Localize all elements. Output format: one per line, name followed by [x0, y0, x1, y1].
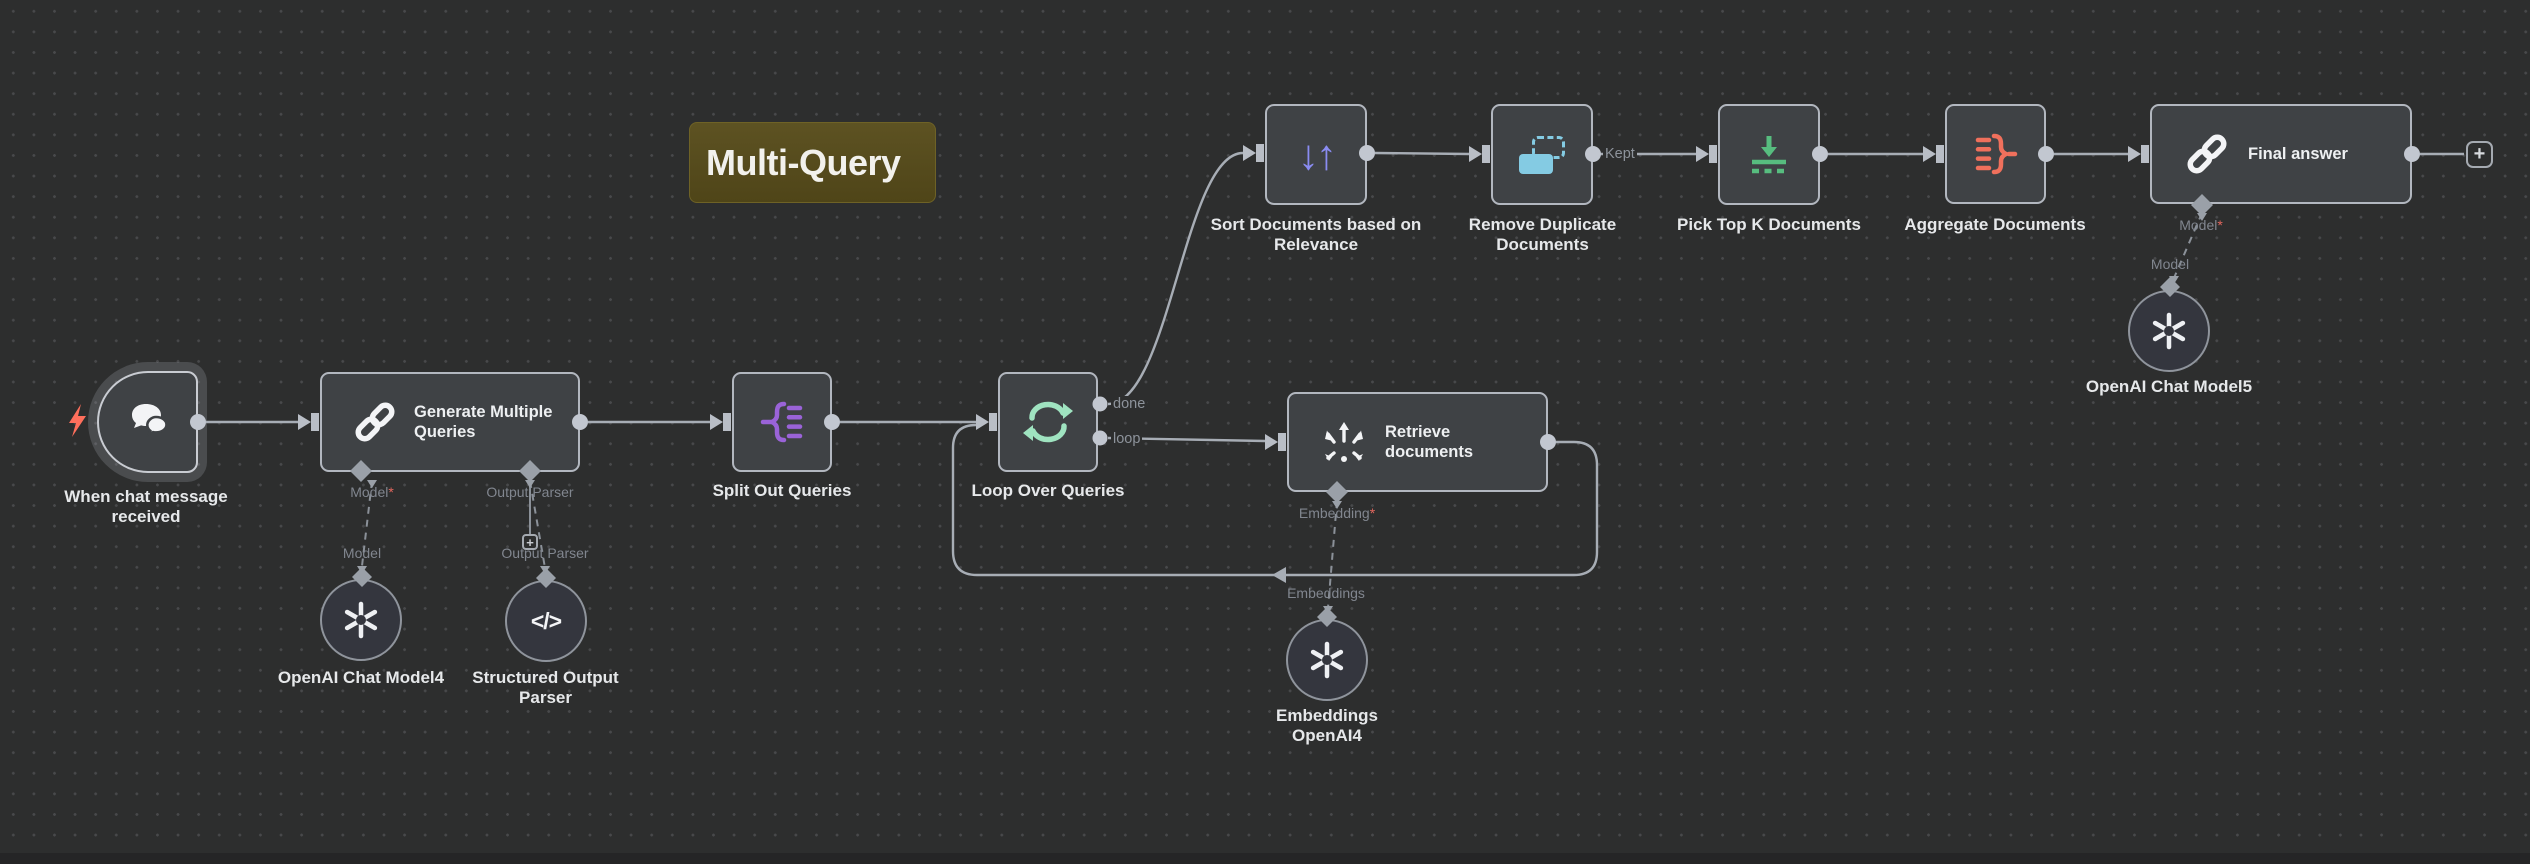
node-remove-duplicates[interactable]	[1491, 104, 1593, 205]
node-label-pick-top-k: Pick Top K Documents	[1677, 215, 1861, 234]
node-retrieve[interactable]: Retrieve documents	[1287, 392, 1548, 492]
window-bottom-edge	[0, 853, 2530, 864]
node-embeddings-openai4[interactable]	[1286, 619, 1368, 701]
add-output-parser-button[interactable]: +	[522, 534, 538, 550]
port-label-final-model: Model*	[2179, 217, 2223, 233]
port-embeddings4-diamond[interactable]	[1317, 607, 1337, 627]
input-port-final[interactable]	[2128, 145, 2149, 163]
input-port-sort[interactable]	[1243, 144, 1264, 162]
edge-sort-to-dedupe[interactable]	[1374, 151, 1470, 156]
arrow-down-icon	[525, 480, 535, 488]
port-label-generate-model: Model*	[350, 484, 394, 500]
port-generate-model-diamond[interactable]	[350, 460, 372, 482]
port-label-retrieve-embedding: Embedding*	[1298, 505, 1376, 521]
port-label-model5: Model	[2150, 256, 2190, 272]
input-port-topk[interactable]	[1696, 145, 1717, 163]
output-port-generate[interactable]	[572, 414, 588, 430]
edge-retrieve-loopback[interactable]	[951, 423, 1599, 577]
node-structured-output-parser[interactable]: </>	[505, 580, 587, 662]
node-title-retrieve: Retrieve documents	[1385, 422, 1474, 461]
port-generate-parser-diamond[interactable]	[519, 460, 541, 482]
node-loop[interactable]	[998, 372, 1098, 472]
node-label-aggregate: Aggregate Documents	[1904, 215, 2086, 234]
node-label-structured-output-parser: Structured Output Parser	[472, 668, 619, 708]
node-label-openai-chat-model4: OpenAI Chat Model4	[277, 668, 445, 687]
sticky-note-title: Multi-Query	[706, 141, 901, 183]
port-final-model-diamond[interactable]	[2191, 194, 2213, 216]
node-label-embeddings-openai4: Embeddings OpenAI4	[1275, 706, 1378, 746]
code-icon: </>	[530, 607, 562, 634]
add-node-button[interactable]: +	[2466, 141, 2493, 168]
port-model5-diamond[interactable]	[2160, 277, 2180, 297]
node-title-final-answer: Final answer	[2248, 144, 2348, 163]
arrow-down-icon	[1332, 501, 1342, 509]
input-port-aggregate[interactable]	[1923, 145, 1944, 163]
limit-icon	[1752, 135, 1786, 173]
node-title-generate-queries: Generate Multiple Queries	[414, 402, 553, 441]
sticky-note[interactable]: Multi-Query	[689, 122, 936, 203]
port-label-embeddings-sub: Embeddings	[1287, 585, 1365, 601]
output-label-kept: Kept	[1603, 146, 1637, 162]
openai-icon	[1310, 641, 1344, 679]
lightning-bolt-icon	[69, 404, 86, 437]
arrow-down-icon	[2169, 276, 2179, 284]
output-port-final[interactable]	[2404, 146, 2420, 162]
arrow-down-icon	[367, 480, 377, 488]
edge-final-model-dashed[interactable]	[2173, 212, 2203, 279]
output-port-retrieve[interactable]	[1540, 434, 1556, 450]
edge-generate-parser-dashed[interactable]	[529, 480, 546, 569]
output-port-topk[interactable]	[1812, 146, 1828, 162]
input-port-loop[interactable]	[976, 413, 997, 431]
node-label-remove-duplicates: Remove Duplicate Documents	[1468, 215, 1617, 255]
edge-generate-model-dashed[interactable]	[361, 480, 373, 567]
chat-bubbles-icon	[131, 404, 168, 437]
loopback-arrow-icon	[1272, 567, 1286, 583]
output-port-aggregate[interactable]	[2038, 146, 2054, 162]
chain-icon	[2187, 134, 2227, 174]
output-port-loop-done[interactable]	[1092, 396, 1108, 412]
output-port-split[interactable]	[824, 414, 840, 430]
loop-icon	[1023, 401, 1073, 443]
output-port-trigger[interactable]	[190, 414, 206, 430]
retrieve-documents-icon	[1325, 422, 1363, 462]
node-label-loop: Loop Over Queries	[971, 481, 1125, 500]
node-label-chat-trigger: When chat message received	[64, 487, 228, 527]
port-model4-diamond[interactable]	[352, 567, 372, 587]
input-port-generate[interactable]	[298, 413, 319, 431]
node-label-openai-chat-model5: OpenAI Chat Model5	[2085, 377, 2253, 396]
output-port-sort[interactable]	[1359, 145, 1375, 161]
node-final-answer[interactable]: Final answer	[2150, 104, 2412, 204]
output-label-loop: loop	[1111, 431, 1143, 447]
sort-arrows-icon: ↓↑	[1298, 130, 1337, 178]
node-label-sort: Sort Documents based on Relevance	[1210, 215, 1422, 255]
chain-icon	[355, 402, 395, 442]
node-pick-top-k[interactable]	[1718, 104, 1820, 205]
node-label-split-out: Split Out Queries	[712, 481, 852, 500]
output-port-loop-loop[interactable]	[1092, 430, 1108, 446]
node-split-out[interactable]	[732, 372, 832, 472]
node-generate-queries[interactable]: Generate Multiple Queries	[320, 372, 580, 472]
port-parser-diamond[interactable]	[536, 568, 556, 588]
node-aggregate[interactable]	[1945, 104, 2046, 204]
port-label-model4: Model	[342, 545, 382, 561]
arrow-down-icon	[2197, 213, 2207, 221]
openai-icon	[344, 601, 378, 639]
edge-retrieve-embedding-dashed[interactable]	[1327, 500, 1338, 609]
input-port-dedupe[interactable]	[1469, 145, 1490, 163]
port-label-generate-parser: Output Parser	[486, 484, 574, 500]
aggregate-icon	[1975, 133, 2017, 175]
openai-icon	[2152, 312, 2186, 350]
input-port-split[interactable]	[710, 413, 731, 431]
node-sort[interactable]: ↓↑	[1265, 104, 1367, 205]
output-label-done: done	[1111, 396, 1148, 412]
remove-duplicates-icon	[1519, 135, 1565, 174]
edge-loop-done-to-sort[interactable]	[1107, 151, 1244, 406]
node-openai-chat-model4[interactable]	[320, 579, 402, 661]
port-label-parser-sub: Output Parser	[501, 545, 589, 561]
input-port-retrieve[interactable]	[1265, 433, 1286, 451]
output-port-dedupe[interactable]	[1585, 146, 1601, 162]
split-out-icon	[760, 401, 803, 443]
port-retrieve-embedding-diamond[interactable]	[1326, 481, 1348, 503]
